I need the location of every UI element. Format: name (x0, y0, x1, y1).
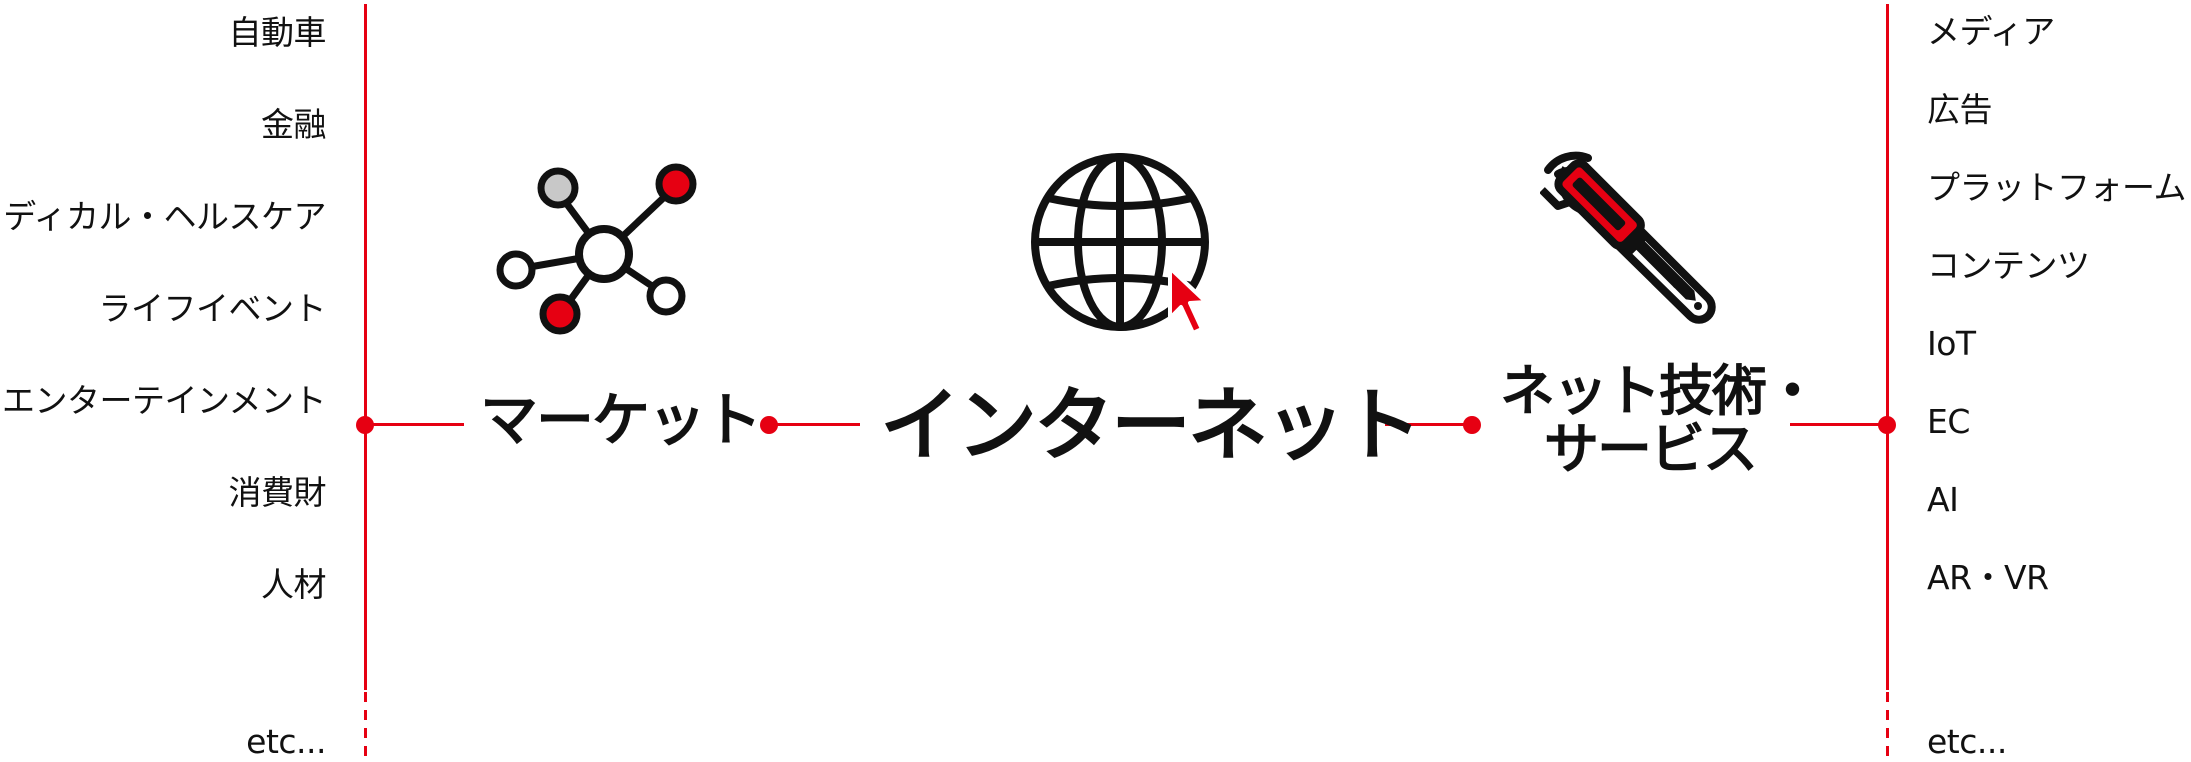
tech-label-line1: ネット技術・ (1500, 359, 1820, 423)
market-label: マーケット (480, 386, 762, 454)
connector-internet-to-tech (1385, 423, 1475, 426)
connector-dot-right (1878, 416, 1896, 434)
industry-item-entertainment: エンターテインメント (1, 381, 327, 420)
left-vertical-dashed-line (364, 692, 367, 759)
service-list: メディア 広告 プラットフォーム コンテンツ IoT EC AI AR・VR e… (1927, 0, 2191, 761)
wrench-screwdriver-icon (1540, 151, 1716, 324)
industry-item-finance: 金融 (261, 105, 327, 144)
service-item-etc: etc... (1927, 722, 2007, 761)
internet-label: インターネット (880, 379, 1422, 472)
tech-label-line2: サービス (1543, 417, 1758, 481)
industry-list: 自動車 金融 メディカル・ヘルスケア ライフイベント エンターテインメント 消費… (0, 0, 327, 761)
connector-tech-to-right (1790, 423, 1888, 426)
industry-item-medical-healthcare: メディカル・ヘルスケア (0, 197, 327, 236)
connector-dot-tech (1463, 416, 1481, 434)
connector-dot-market (760, 416, 778, 434)
service-item-media: メディア (1927, 12, 2055, 51)
industry-item-life-event: ライフイベント (98, 289, 327, 328)
connector-left-to-market (366, 423, 464, 426)
right-vertical-dashed-line (1886, 692, 1889, 759)
left-vertical-line (364, 4, 367, 690)
service-item-platform: プラットフォーム (1927, 168, 2187, 207)
connector-market-to-internet (770, 423, 860, 426)
service-item-iot: IoT (1927, 324, 1976, 363)
service-item-ai: AI (1927, 480, 1959, 519)
industry-item-hr: 人材 (261, 565, 327, 604)
service-item-ar-vr: AR・VR (1927, 558, 2049, 597)
industry-item-automobile: 自動車 (228, 13, 327, 52)
network-icon (496, 163, 697, 335)
industry-item-etc: etc... (246, 722, 326, 761)
tech-label: ネット技術・ サービス (1500, 359, 1820, 481)
service-item-content: コンテンツ (1927, 246, 2090, 285)
connector-dot-left (356, 416, 374, 434)
industry-item-consumer-goods: 消費財 (228, 473, 327, 512)
service-item-ads: 広告 (1927, 90, 1993, 129)
right-vertical-line (1886, 4, 1889, 690)
globe-cursor-icon (1031, 153, 1209, 335)
service-item-ec: EC (1927, 402, 1970, 441)
